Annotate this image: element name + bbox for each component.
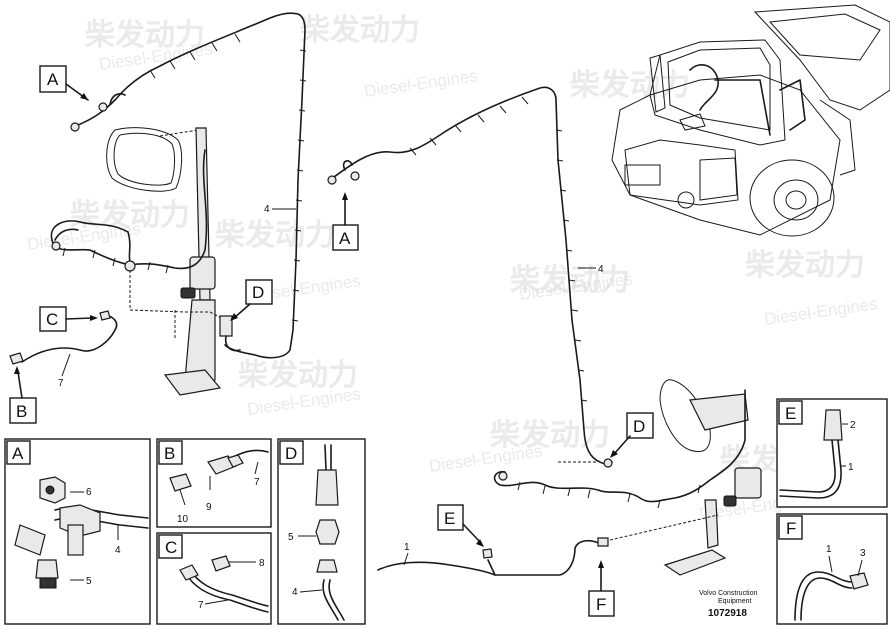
panel-label: F	[786, 519, 796, 538]
detail-panel-b: B	[156, 438, 272, 528]
callout-label: D	[252, 283, 264, 302]
callout-label: F	[596, 595, 606, 614]
callout-b-left: B	[9, 366, 37, 424]
part-number-4: 4	[292, 587, 298, 598]
detail-panel-c: C	[156, 532, 272, 625]
part-number-3: 3	[860, 548, 866, 559]
watermark-brand: 柴发动力	[85, 18, 205, 53]
callout-label: B	[16, 402, 27, 421]
callout-label: D	[633, 417, 645, 436]
panel-label: B	[164, 444, 175, 463]
part-number-1: 1	[404, 542, 410, 553]
part-number-9: 9	[206, 502, 212, 513]
part-number-2: 2	[850, 420, 856, 431]
footer-company-sub: Equipment	[718, 598, 752, 605]
callout-e-center: E	[437, 504, 484, 547]
watermark-subtitle: Diesel-Engines	[763, 294, 879, 329]
part-number-10: 10	[177, 514, 189, 525]
center-harness-assembly	[327, 86, 762, 576]
part-number-1: 1	[826, 544, 832, 555]
detail-panel-a: A	[4, 438, 151, 625]
watermark-subtitle: Diesel-Engines	[428, 441, 544, 476]
articulated-hauler-illustration	[611, 4, 890, 237]
part-number-1: 1	[848, 462, 854, 473]
callout-f-center: F	[588, 560, 615, 617]
panel-label: E	[785, 404, 796, 423]
panel-label: A	[12, 444, 24, 463]
watermark-brand: 柴发动力	[215, 218, 335, 253]
part-number-8: 8	[259, 558, 265, 569]
watermark: 柴发动力 Diesel-Engines 柴发动力 Diesel-Engines …	[26, 13, 879, 524]
callout-label: A	[339, 229, 351, 248]
detail-panel-d: D	[277, 438, 366, 625]
callout-d-left: D	[230, 279, 273, 321]
left-harness-assembly	[9, 12, 307, 396]
watermark-subtitle: Diesel-Engines	[363, 66, 479, 101]
panel-label: C	[165, 538, 177, 557]
part-number-7: 7	[254, 477, 260, 488]
callout-a-left: A	[39, 65, 89, 101]
drawing-number: 1072918	[708, 608, 747, 619]
part-number-4: 4	[264, 204, 270, 215]
watermark-brand: 柴发动力	[238, 358, 358, 393]
watermark-brand: 柴发动力	[300, 13, 420, 48]
panel-label: D	[285, 444, 297, 463]
detail-panel-f: F	[776, 513, 888, 625]
watermark-brand: 柴发动力	[70, 198, 190, 233]
callout-c-left: C	[39, 306, 98, 332]
part-number-4: 4	[115, 545, 121, 556]
part-number-7: 7	[58, 378, 64, 389]
callout-label: C	[46, 310, 58, 329]
part-number-4: 4	[598, 264, 604, 275]
detail-panel-e: E	[776, 398, 888, 508]
watermark-brand: 柴发动力	[745, 248, 865, 283]
callout-label: E	[444, 509, 455, 528]
part-number-6: 6	[86, 487, 92, 498]
callout-label: A	[47, 70, 59, 89]
watermark-brand: 柴发动力	[570, 68, 690, 103]
callout-a-center: A	[332, 192, 359, 251]
watermark-brand: 柴发动力	[490, 418, 610, 453]
drawing-footer: Volvo Construction Equipment 1072918	[699, 590, 757, 619]
part-number-5: 5	[288, 532, 294, 543]
part-number-5: 5	[86, 576, 92, 587]
footer-company: Volvo Construction	[699, 590, 757, 597]
callout-d-center: D	[610, 412, 654, 458]
part-number-7: 7	[198, 600, 204, 611]
